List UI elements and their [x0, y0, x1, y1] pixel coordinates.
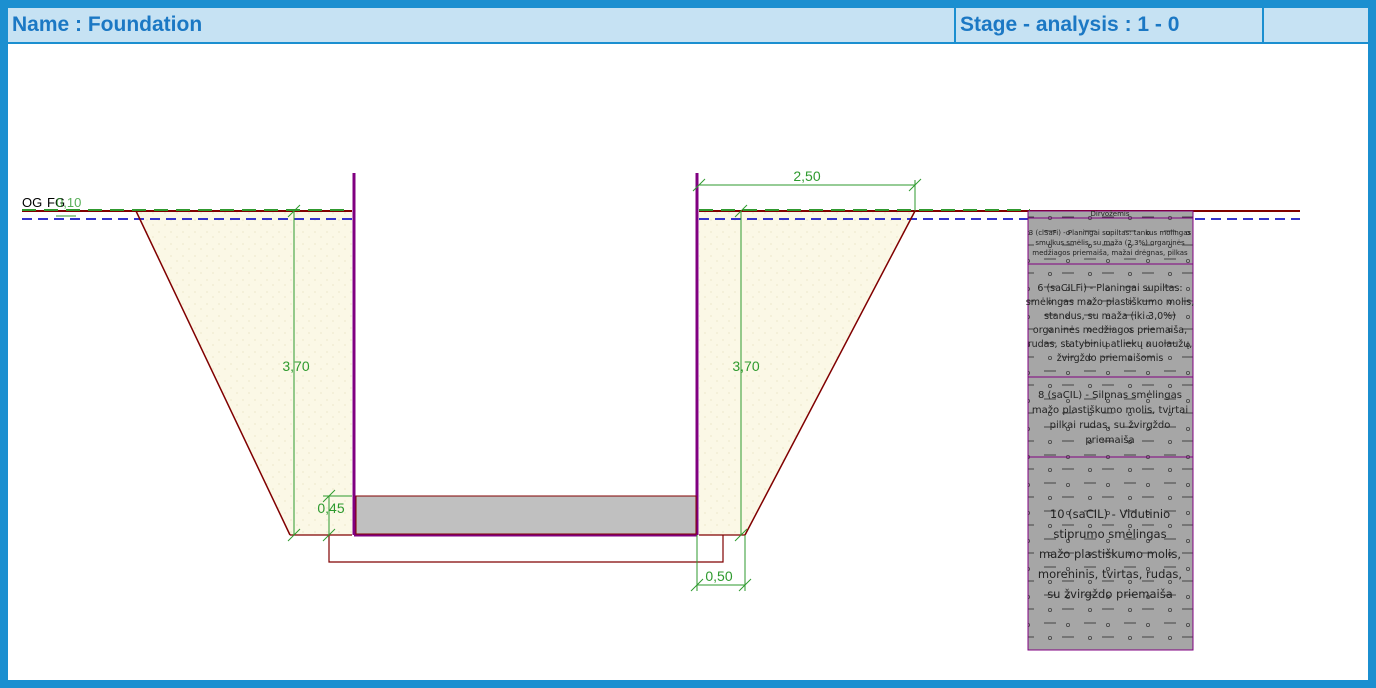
svg-text:stiprumo smėlingas: stiprumo smėlingas [1053, 527, 1166, 541]
svg-text:8 (saCIL) - Silpnas smėlingas: 8 (saCIL) - Silpnas smėlingas [1038, 390, 1182, 401]
analysis-name: Name : Foundation [12, 13, 203, 36]
svg-text:medžiagos priemaiša, mažai drė: medžiagos priemaiša, mažai drėgnas, pilk… [1032, 249, 1188, 257]
svg-text:Dirvožemis: Dirvožemis [1090, 210, 1129, 218]
svg-text:rudas, statybinių atliekų nuol: rudas, statybinių atliekų nuolaužų, [1028, 339, 1193, 350]
slope-left [135, 210, 291, 536]
footing-outline [328, 535, 724, 563]
dim-offset-label: 0,50 [705, 568, 732, 584]
soil-layer-label: 6 (saCILFi) - Planingai supiltas: smėlin… [1026, 283, 1194, 364]
soil-layer-label: 10 (saCIL) - Vidutinio stiprumo smėlinga… [1038, 507, 1182, 601]
svg-text:organinės medžiagos priemaiša,: organinės medžiagos priemaiša, [1033, 325, 1187, 336]
svg-text:3 (clSaFi) - Planingai supilta: 3 (clSaFi) - Planingai supiltas: tankus … [1029, 229, 1192, 237]
svg-text:žvirgždo priemaišomis: žvirgždo priemaišomis [1057, 353, 1164, 364]
svg-text:standus, su maža (iki 3,0%): standus, su maža (iki 3,0%) [1044, 311, 1176, 322]
dim-thickness-label: 0,45 [317, 500, 344, 516]
svg-text:10 (saCIL) - Vidutinio: 10 (saCIL) - Vidutinio [1050, 507, 1170, 521]
svg-text:smėlingas mažo plastiškumo mol: smėlingas mažo plastiškumo molis, [1026, 297, 1194, 308]
dim-depth-right-label: 3,70 [732, 358, 759, 374]
slope-right [744, 210, 916, 536]
svg-text:mažo plastiškumo molis, tvirta: mažo plastiškumo molis, tvirtai [1032, 404, 1188, 416]
svg-text:moreninis, tvirtas, rudas,: moreninis, tvirtas, rudas, [1038, 567, 1182, 581]
backfill-left [136, 211, 352, 535]
svg-text:priemaiša: priemaiša [1085, 434, 1134, 446]
svg-text:smulkus smėlis, su maža (2,3%): smulkus smėlis, su maža (2,3%) organinės [1035, 239, 1185, 247]
og-label: OG [22, 195, 42, 210]
gwt-value-label: 0,10 [56, 195, 81, 210]
soil-layer-label: 8 (saCIL) - Silpnas smėlingas mažo plast… [1032, 390, 1188, 446]
stage-analysis-label: Stage - analysis : 1 - 0 [960, 13, 1180, 36]
fg-label: FG [47, 195, 65, 210]
header-separator [954, 8, 956, 42]
footing-slab [355, 495, 697, 535]
header-separator-2 [1262, 8, 1264, 42]
dim-depth-left-label: 3,70 [282, 358, 309, 374]
title-bar: Name : Foundation Stage - analysis : 1 -… [8, 8, 1368, 44]
svg-text:pilkai rudas, su žvirgždo: pilkai rudas, su žvirgždo [1050, 419, 1171, 431]
svg-text:6 (saCILFi) - Planingai supilt: 6 (saCILFi) - Planingai supiltas: [1037, 283, 1182, 294]
soil-layer-label: 3 (clSaFi) - Planingai supiltas: tankus … [1029, 229, 1192, 257]
dim-top-width-label: 2,50 [793, 168, 820, 184]
svg-text:su žvirgždo priemaiša: su žvirgždo priemaiša [1047, 587, 1173, 601]
soil-profile-column [1027, 210, 1194, 651]
svg-text:mažo plastiškumo molis,: mažo plastiškumo molis, [1039, 547, 1181, 561]
soil-layer-label: Dirvožemis [1090, 210, 1129, 218]
backfill-right [699, 211, 915, 535]
